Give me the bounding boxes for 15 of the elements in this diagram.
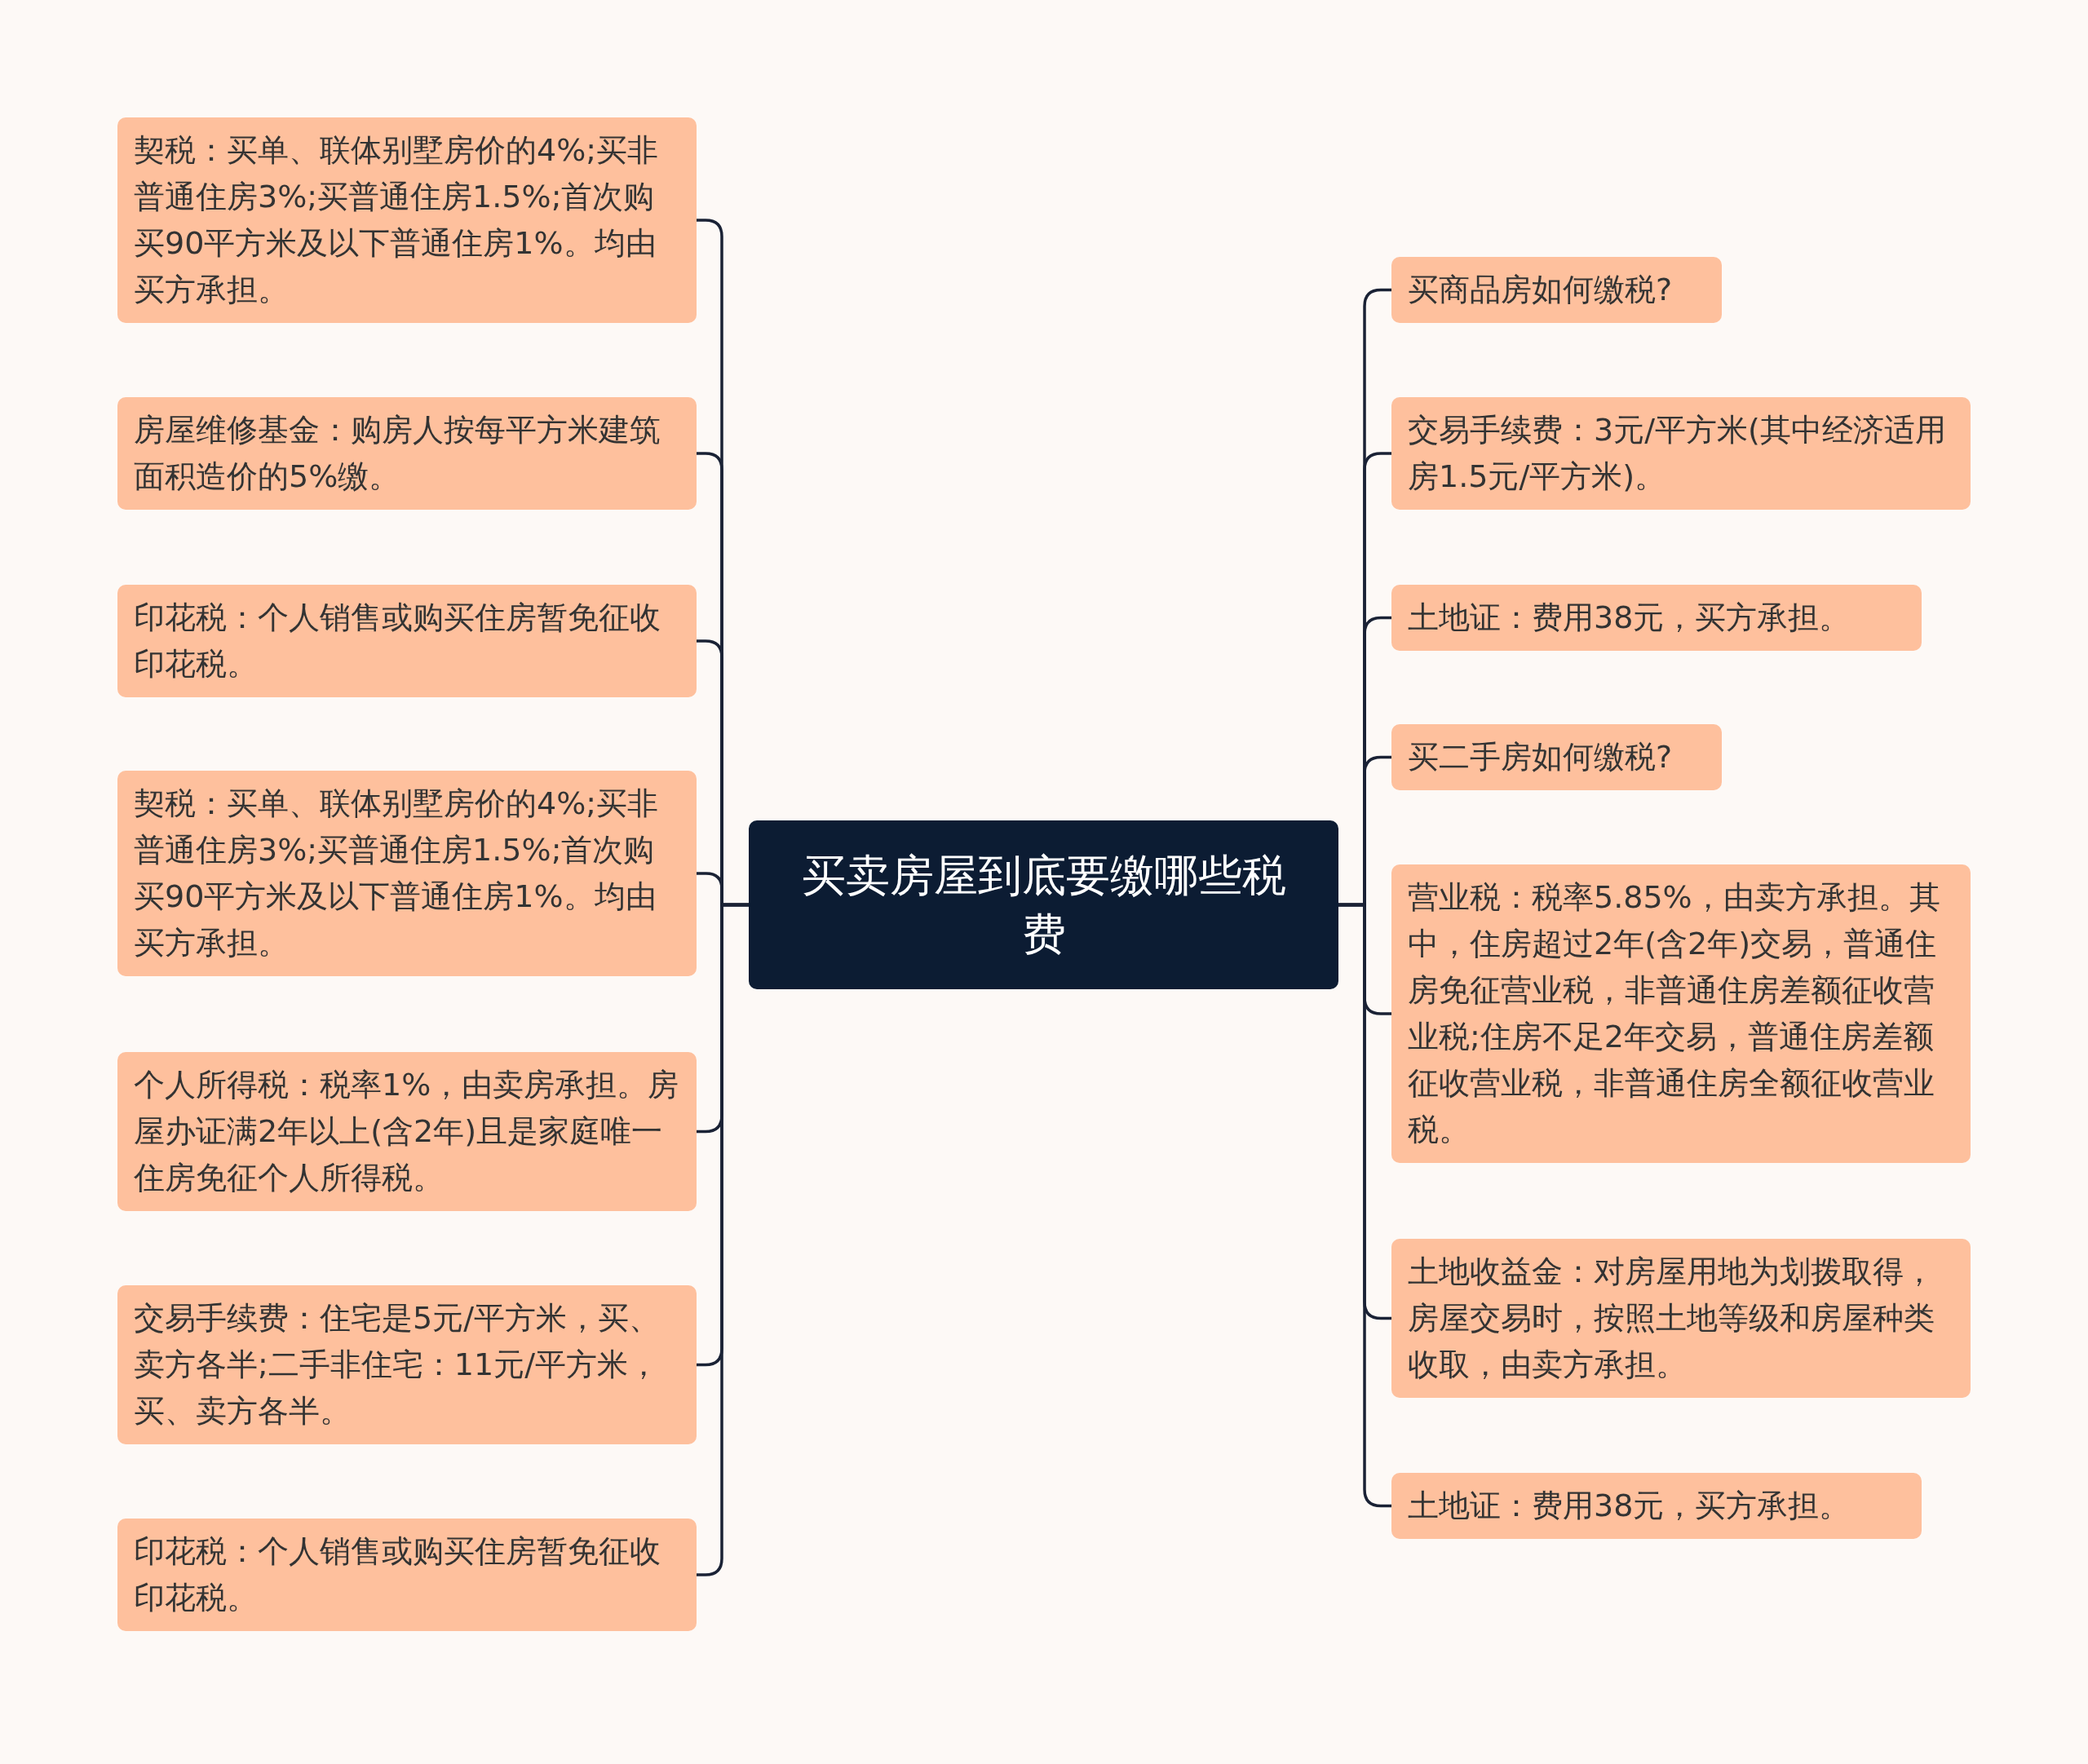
subtopic-box: 交易手续费：3元/平方米(其中经济适用房1.5元/平方米)。 <box>1391 397 1971 510</box>
subtopic-box: 个人所得税：税率1%，由卖房承担。房屋办证满2年以上(含2年)且是家庭唯一住房免征个人所得税。 <box>117 1052 697 1211</box>
central-topic-box: 买卖房屋到底要缴哪些税费 <box>749 820 1338 989</box>
subtopic-box: 契税：买单、联体别墅房价的4%;买非普通住房3%;买普通住房1.5%;首次购买90平方米及以下普通住房1%。均由买方承担。 <box>117 117 697 323</box>
subtopic-box: 印花税：个人销售或购买住房暂免征收印花税。 <box>117 585 697 697</box>
subtopic-box: 交易手续费：住宅是5元/平方米，买、卖方各半;二手非住宅：11元/平方米，买、卖方各半。 <box>117 1285 697 1444</box>
subtopic-box: 买二手房如何缴税? <box>1391 724 1722 790</box>
subtopic-box: 土地证：费用38元，买方承担。 <box>1391 1473 1922 1539</box>
subtopic-box: 契税：买单、联体别墅房价的4%;买非普通住房3%;买普通住房1.5%;首次购买90平方米及以下普通住房1%。均由买方承担。 <box>117 771 697 976</box>
subtopic-box: 土地证：费用38元，买方承担。 <box>1391 585 1922 651</box>
subtopic-box: 买商品房如何缴税? <box>1391 257 1722 323</box>
subtopic-box: 印花税：个人销售或购买住房暂免征收印花税。 <box>117 1519 697 1631</box>
subtopic-box: 土地收益金：对房屋用地为划拨取得，房屋交易时，按照土地等级和房屋种类收取，由卖方承担。 <box>1391 1239 1971 1398</box>
subtopic-box: 房屋维修基金：购房人按每平方米建筑面积造价的5%缴。 <box>117 397 697 510</box>
subtopic-box: 营业税：税率5.85%，由卖方承担。其中，住房超过2年(含2年)交易，普通住房免征营业税，非普通住房差额征收营业税;住房不足2年交易，普通住房差额征收营业税，非普通住房全额征收营业税。 <box>1391 864 1971 1163</box>
